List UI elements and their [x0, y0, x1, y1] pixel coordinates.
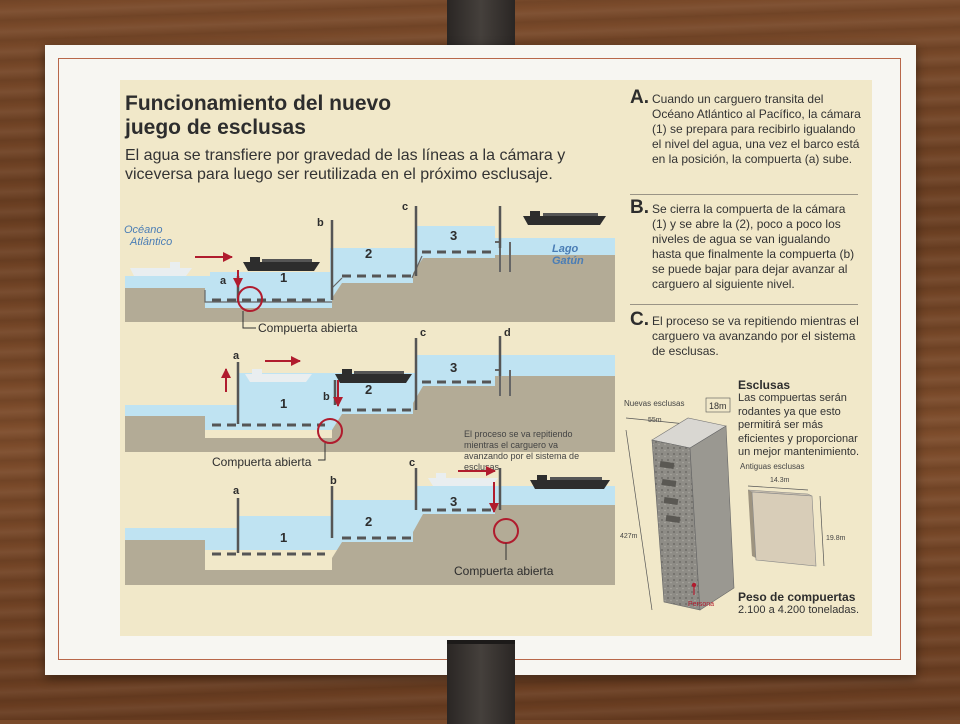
title-line-1: Funcionamiento del nuevo: [125, 92, 392, 115]
step-b: B. Se cierra la compuerta de la cámara (…: [630, 197, 862, 292]
chamber-label-2: 2: [365, 382, 372, 397]
lock-panel-2: a b c d 1 2 3 Compuerta abierta El proce…: [125, 327, 615, 472]
gate-open-label: Compuerta abierta: [212, 455, 312, 469]
old-gate-width: 14.3m: [770, 477, 790, 484]
cargo-ship: [243, 257, 320, 271]
gate-label-c: c: [420, 327, 426, 339]
title-line-2: juego de esclusas: [125, 116, 306, 139]
gate-open-label: Compuerta abierta: [258, 321, 358, 335]
step-a: A. Cuando un carguero transita del Océan…: [630, 87, 862, 167]
old-gate: [751, 491, 817, 567]
binder-strap-bottom: [447, 640, 515, 724]
esclusas-text: Las compuertas serán rodantes ya que est…: [738, 392, 860, 458]
ground: [125, 376, 615, 452]
lock-panel-1: Océano Atlántico Lago Gatún a b c 1 2 3 …: [124, 201, 615, 335]
chamber-label-3: 3: [450, 228, 457, 243]
esclusas-title: Esclusas: [738, 378, 791, 392]
infographic-title: Funcionamiento del nuevo juego de esclus…: [125, 92, 391, 140]
new-gates-label: Nuevas esclusas: [624, 399, 684, 408]
gate-label-c: c: [409, 457, 415, 469]
lock-panel-3: a b c 1 2 3 Compuerta abierta: [125, 457, 615, 585]
step-c-text: El proceso se va repitiendo mientras el …: [652, 314, 859, 358]
new-gate-side: [689, 425, 735, 611]
peso-title: Peso de compuertas: [738, 590, 856, 604]
gate-label-c: c: [402, 201, 408, 213]
old-gate-height: 19.8m: [826, 535, 846, 542]
chamber-label-2: 2: [365, 246, 372, 261]
locks-diagram: Océano Atlántico Lago Gatún a b c 1 2 3 …: [124, 201, 846, 611]
gate-label-b: b: [330, 475, 337, 487]
step-a-text: Cuando un carguero transita del Océano A…: [652, 92, 861, 166]
ground: [125, 505, 615, 585]
divider: [630, 194, 858, 195]
person-icon: [691, 582, 697, 588]
gate-open-label: Compuerta abierta: [454, 564, 554, 578]
ghost-ship: [245, 369, 312, 382]
gate-label-a: a: [220, 275, 227, 287]
lake-label: Lago: [552, 243, 579, 255]
person-label: Persona: [688, 601, 714, 608]
infographic-subtitle: El agua se transfiere por gravedad de la…: [125, 147, 566, 183]
gate-label-a: a: [233, 350, 240, 362]
ghost-ship: [130, 262, 192, 276]
cargo-ship: [335, 369, 412, 383]
ghost-ship: [428, 473, 498, 486]
divider: [630, 304, 858, 305]
step-b-letter: B.: [630, 197, 649, 218]
gate-label-a: a: [233, 485, 240, 497]
step-b-text: Se cierra la compuerta de la cámara (1) …: [652, 202, 855, 291]
highlight-circle: [317, 418, 343, 444]
highlight-circle: [237, 286, 263, 312]
chamber-label-1: 1: [280, 396, 287, 411]
gate-comparison-illustration: Nuevas esclusas 55m 18m 427m Persona Ant…: [620, 397, 846, 611]
note-line: esclusas.: [464, 462, 502, 472]
peso-text: 2.100 a 4.200 toneladas.: [738, 604, 860, 616]
infographic: Funcionamiento del nuevo juego de esclus…: [120, 80, 872, 636]
note-line: avanzando por el sistema de: [464, 451, 579, 461]
gate-label-b: b: [317, 217, 324, 229]
chamber-label-3: 3: [450, 360, 457, 375]
note-line: mientras el carguero va: [464, 440, 558, 450]
step-c-letter: C.: [630, 309, 649, 330]
ocean-label: Océano: [124, 224, 163, 236]
gate-label-d: d: [504, 327, 511, 339]
step-c: C. El proceso se va repitiendo mientras …: [630, 309, 862, 359]
new-gate-length: 427m: [620, 533, 638, 540]
chamber-label-2: 2: [365, 514, 372, 529]
ocean-label: Atlántico: [129, 236, 172, 248]
ground: [125, 255, 615, 322]
new-gate-width: 55m: [648, 417, 662, 424]
lake-label: Gatún: [552, 255, 584, 267]
chamber-label-3: 3: [450, 494, 457, 509]
chamber-label-1: 1: [280, 270, 287, 285]
step-a-letter: A.: [630, 87, 649, 108]
cargo-ship: [530, 475, 610, 489]
note-line: El proceso se va repitiendo: [464, 429, 573, 439]
old-gates-label: Antiguas esclusas: [740, 462, 804, 471]
cargo-ship: [523, 211, 606, 225]
process-note: El proceso se va repitiendo mientras el …: [464, 429, 579, 472]
chamber-label-1: 1: [280, 530, 287, 545]
gate-label-b: b: [323, 391, 330, 403]
new-gate-depth: 18m: [709, 401, 727, 411]
